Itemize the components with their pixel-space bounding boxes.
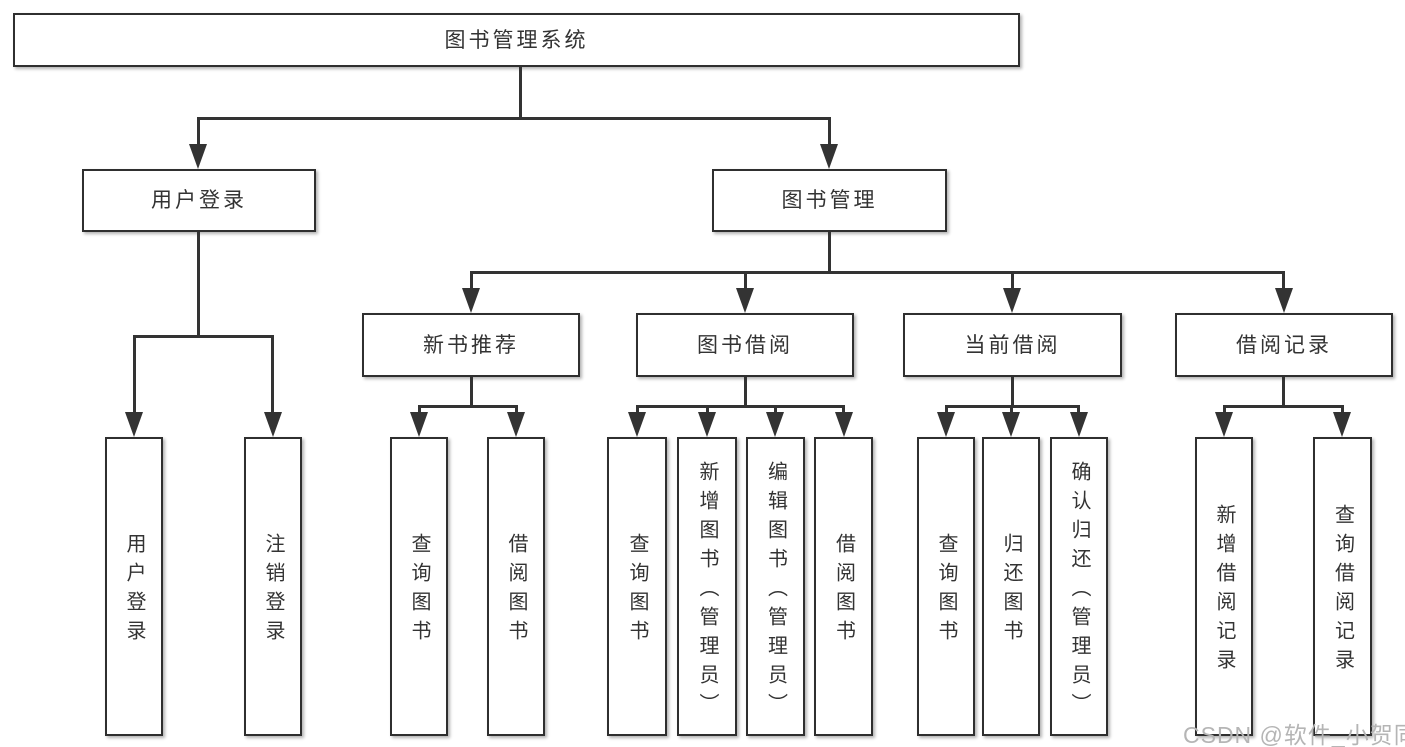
- arrowhead-down-icon: [1002, 412, 1020, 437]
- connector-vline: [519, 67, 522, 117]
- arrowhead-down-icon: [189, 144, 207, 169]
- node-label: 查询图书: [935, 533, 957, 649]
- connector-vline: [1011, 271, 1014, 293]
- node-label: 确认归还（管理员）: [1068, 460, 1090, 722]
- node-user-login: 用户登录: [82, 169, 316, 232]
- node-add-book-admin: 新增图书（管理员）: [677, 437, 737, 736]
- node-user-login-leaf: 用户登录: [105, 437, 163, 736]
- node-label: 新增借阅记录: [1213, 504, 1235, 678]
- connector-hline: [133, 335, 274, 338]
- connector-vline: [828, 117, 831, 150]
- connector-hline: [197, 117, 831, 120]
- node-new-book-recommend: 新书推荐: [362, 313, 580, 377]
- node-book-management: 图书管理: [712, 169, 947, 232]
- arrowhead-down-icon: [1333, 412, 1351, 437]
- arrowhead-down-icon: [1215, 412, 1233, 437]
- node-label: 归还图书: [1000, 533, 1022, 649]
- arrowhead-down-icon: [125, 412, 143, 437]
- arrowhead-down-icon: [264, 412, 282, 437]
- arrowhead-down-icon: [766, 412, 784, 437]
- connector-vline: [197, 117, 200, 150]
- node-current-borrowing: 当前借阅: [903, 313, 1122, 377]
- connector-vline: [197, 232, 200, 337]
- node-label: 查询图书: [408, 533, 430, 649]
- arrowhead-down-icon: [820, 144, 838, 169]
- node-edit-book-admin: 编辑图书（管理员）: [746, 437, 805, 736]
- connector-vline: [744, 377, 747, 405]
- arrowhead-down-icon: [1275, 288, 1293, 313]
- node-label: 用户登录: [151, 189, 247, 212]
- connector-hline: [1223, 405, 1343, 408]
- node-label: 用户登录: [123, 533, 145, 649]
- arrowhead-down-icon: [698, 412, 716, 437]
- node-label: 图书管理系统: [444, 28, 589, 52]
- connector-hline: [470, 271, 1285, 274]
- node-book-borrowing: 图书借阅: [636, 313, 854, 377]
- arrowhead-down-icon: [1070, 412, 1088, 437]
- node-label: 查询借阅记录: [1331, 504, 1354, 678]
- connector-vline: [828, 232, 831, 273]
- node-label: 新书推荐: [423, 333, 519, 357]
- node-query-books-borrowing: 查询图书: [607, 437, 667, 736]
- arrowhead-down-icon: [410, 412, 428, 437]
- node-query-books-current: 查询图书: [917, 437, 975, 736]
- node-library-management-system: 图书管理系统: [13, 13, 1020, 67]
- node-label: 注销登录: [262, 533, 284, 649]
- connector-hline: [418, 405, 518, 408]
- node-label: 查询图书: [626, 533, 648, 649]
- connector-hline: [636, 405, 845, 408]
- node-label: 编辑图书（管理员）: [764, 460, 787, 722]
- arrowhead-down-icon: [736, 288, 754, 313]
- arrowhead-down-icon: [462, 288, 480, 313]
- arrowhead-down-icon: [937, 412, 955, 437]
- arrowhead-down-icon: [628, 412, 646, 437]
- node-label: 图书管理: [781, 189, 878, 212]
- node-add-borrow-record: 新增借阅记录: [1195, 437, 1253, 736]
- node-logout: 注销登录: [244, 437, 302, 736]
- node-label: 图书借阅: [697, 333, 793, 357]
- connector-vline: [133, 335, 136, 422]
- connector-vline: [470, 271, 473, 293]
- node-borrow-books-recommend: 借阅图书: [487, 437, 545, 736]
- node-return-books: 归还图书: [982, 437, 1040, 736]
- watermark: CSDN @软件_小贺同学: [1183, 722, 1405, 747]
- node-confirm-return-admin: 确认归还（管理员）: [1050, 437, 1108, 736]
- connector-vline: [1282, 271, 1285, 293]
- node-label: 借阅记录: [1236, 333, 1332, 357]
- node-query-borrow-record: 查询借阅记录: [1313, 437, 1372, 736]
- arrowhead-down-icon: [835, 412, 853, 437]
- node-query-books-recommend: 查询图书: [390, 437, 448, 736]
- connector-vline: [470, 377, 473, 405]
- node-label: 新增图书（管理员）: [696, 460, 718, 722]
- node-label: 借阅图书: [505, 533, 527, 649]
- arrowhead-down-icon: [507, 412, 525, 437]
- arrowhead-down-icon: [1003, 288, 1021, 313]
- node-label: 借阅图书: [832, 533, 855, 649]
- connector-vline: [1282, 377, 1285, 405]
- connector-vline: [271, 335, 274, 422]
- node-borrow-books-leaf: 借阅图书: [814, 437, 873, 736]
- connector-vline: [744, 271, 747, 293]
- node-label: 当前借阅: [964, 333, 1061, 357]
- node-borrowing-records: 借阅记录: [1175, 313, 1393, 377]
- connector-vline: [1011, 377, 1014, 405]
